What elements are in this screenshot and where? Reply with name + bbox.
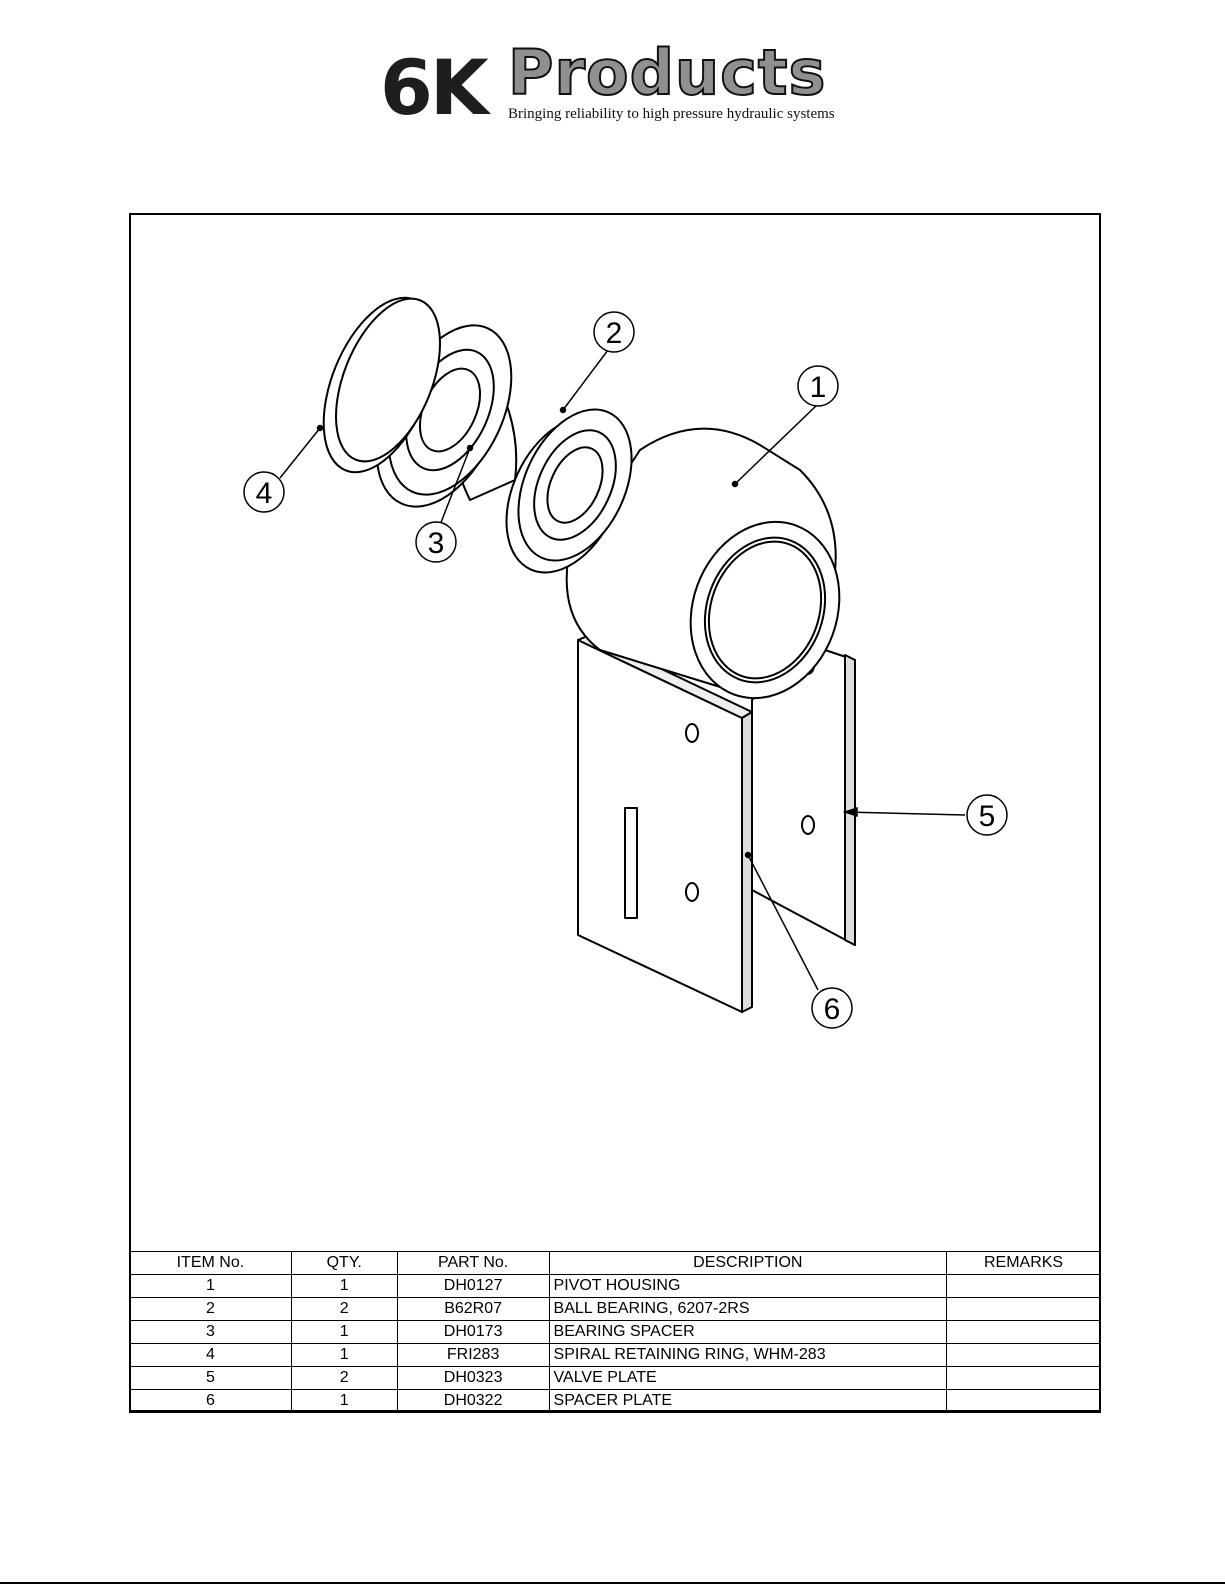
description-cell: SPIRAL RETAINING RING, WHM-283: [548, 1343, 948, 1367]
qty-cell: 1: [290, 1343, 398, 1367]
balloon-label-2: 2: [606, 317, 623, 350]
ball-bearing-right-part: [505, 408, 633, 574]
balloon-4: [243, 471, 285, 513]
description-cell: VALVE PLATE: [548, 1366, 948, 1390]
header-description: DESCRIPTION: [548, 1251, 948, 1275]
description-cell: BALL BEARING, 6207-2RS: [548, 1297, 948, 1321]
part-cell: DH0127: [396, 1274, 550, 1298]
balloon-label-1: 1: [810, 371, 827, 404]
balloon-label-3: 3: [428, 527, 445, 560]
header-remarks: REMARKS: [946, 1251, 1101, 1275]
leader-lines: [279, 349, 966, 991]
qty-cell: 1: [290, 1320, 398, 1344]
ball-bearing-left-part: [375, 324, 513, 508]
item-cell: 1: [129, 1274, 292, 1298]
remarks-cell: [946, 1320, 1101, 1344]
header-qty: QTY.: [290, 1251, 398, 1275]
item-cell: 5: [129, 1366, 292, 1390]
qty-cell: 2: [290, 1366, 398, 1390]
remarks-cell: [946, 1297, 1101, 1321]
retaining-ring-part: [322, 296, 441, 474]
balloon-label-4: 4: [256, 477, 273, 510]
description-cell: BEARING SPACER: [548, 1320, 948, 1344]
part-cell: DH0173: [396, 1320, 550, 1344]
item-cell: 3: [129, 1320, 292, 1344]
table-row: 5 2 DH0323 VALVE PLATE: [129, 1366, 1101, 1390]
table-row: 1 1 DH0127 PIVOT HOUSING: [129, 1274, 1101, 1298]
item-cell: 4: [129, 1343, 292, 1367]
balloon-3: [415, 521, 457, 563]
balloons: [243, 311, 1008, 1029]
page-bottom-rule: [0, 1582, 1225, 1584]
remarks-cell: [946, 1343, 1101, 1367]
balloon-5: [966, 794, 1008, 836]
table-row: 2 2 B62R07 BALL BEARING, 6207-2RS: [129, 1297, 1101, 1321]
table-row: 3 1 DH0173 BEARING SPACER: [129, 1320, 1101, 1344]
table-row: 4 1 FRI283 SPIRAL RETAINING RING, WHM-28…: [129, 1343, 1101, 1367]
logo-name: Products: [507, 36, 827, 109]
header-item-no: ITEM No.: [129, 1251, 292, 1275]
logo-tagline: Bringing reliability to high pressure hy…: [508, 106, 835, 122]
bom-header-row: ITEM No. QTY. PART No. DESCRIPTION REMAR…: [129, 1251, 1101, 1275]
valve-plate-part: [751, 644, 856, 946]
qty-cell: 2: [290, 1297, 398, 1321]
header-part-no: PART No.: [396, 1251, 550, 1275]
balloon-label-5: 5: [979, 800, 996, 833]
balloon-2: [593, 311, 635, 353]
remarks-cell: [946, 1389, 1101, 1413]
bill-of-materials-table: ITEM No. QTY. PART No. DESCRIPTION REMAR…: [129, 1251, 1101, 1413]
company-logo: 6K Products Bringing reliability to high…: [380, 37, 880, 134]
part-cell: DH0323: [396, 1366, 550, 1390]
qty-cell: 1: [290, 1274, 398, 1298]
part-cell: FRI283: [396, 1343, 550, 1367]
item-cell: 6: [129, 1389, 292, 1413]
part-cell: B62R07: [396, 1297, 550, 1321]
part-cell: DH0322: [396, 1389, 550, 1413]
balloon-1: [797, 365, 839, 407]
table-row: 6 1 DH0322 SPACER PLATE: [129, 1389, 1101, 1413]
balloon-label-6: 6: [824, 993, 841, 1026]
pivot-housing-part: [565, 427, 841, 700]
item-cell: 2: [129, 1297, 292, 1321]
remarks-cell: [946, 1366, 1101, 1390]
logo-mark: 6K: [380, 43, 489, 132]
spacer-plate-part: [577, 634, 753, 1013]
qty-cell: 1: [290, 1389, 398, 1413]
balloon-6: [811, 987, 853, 1029]
remarks-cell: [946, 1274, 1101, 1298]
description-cell: PIVOT HOUSING: [548, 1274, 948, 1298]
description-cell: SPACER PLATE: [548, 1389, 948, 1413]
